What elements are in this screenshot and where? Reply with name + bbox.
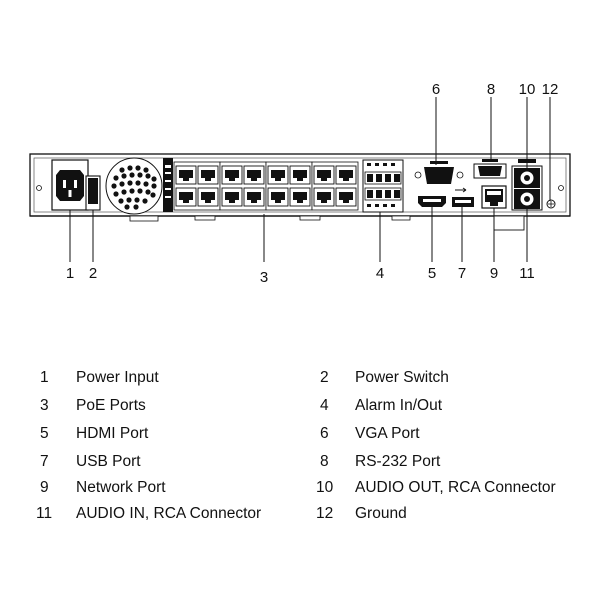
legend-num-10: 10 bbox=[316, 479, 334, 496]
legend-num-8: 8 bbox=[320, 453, 329, 470]
ground-screw bbox=[546, 199, 556, 209]
legend-num-5: 5 bbox=[40, 425, 49, 442]
legend-num-9: 9 bbox=[40, 479, 49, 496]
poe-port-socket bbox=[201, 192, 215, 203]
callout-1: 1 bbox=[66, 265, 74, 282]
hdmi-port bbox=[418, 196, 446, 207]
leader-lines bbox=[69, 97, 551, 262]
callout-6: 6 bbox=[432, 81, 440, 98]
rs232-port bbox=[473, 159, 507, 179]
network-port bbox=[481, 185, 507, 209]
alarm-terminal-block bbox=[362, 159, 404, 213]
legend-label-usb-port: USB Port bbox=[76, 453, 141, 470]
poe-port-socket bbox=[293, 170, 307, 181]
vga-port bbox=[414, 161, 464, 184]
legend-label-hdmi-port: HDMI Port bbox=[76, 425, 149, 442]
legend-label-poe-ports: PoE Ports bbox=[76, 397, 146, 414]
legend-label-vga-port: VGA Port bbox=[355, 425, 420, 442]
callout-5: 5 bbox=[428, 265, 436, 282]
fan-grille bbox=[105, 157, 163, 215]
poe-port-socket bbox=[271, 170, 285, 181]
legend-num-7: 7 bbox=[40, 453, 49, 470]
poe-port-socket bbox=[339, 192, 353, 203]
callout-2: 2 bbox=[89, 265, 97, 282]
poe-label-strip bbox=[163, 158, 173, 212]
callout-12: 12 bbox=[542, 81, 559, 98]
legend-num-3: 3 bbox=[40, 397, 49, 414]
callout-11: 11 bbox=[519, 265, 535, 282]
poe-port-socket bbox=[293, 192, 307, 203]
poe-port-socket bbox=[225, 192, 239, 203]
poe-port-socket bbox=[339, 170, 353, 181]
poe-port-socket bbox=[247, 170, 261, 181]
legend-num-6: 6 bbox=[320, 425, 329, 442]
poe-ports bbox=[173, 161, 359, 211]
callout-3: 3 bbox=[260, 269, 268, 286]
poe-port-socket bbox=[179, 170, 193, 181]
poe-port-socket bbox=[317, 192, 331, 203]
poe-port-socket bbox=[201, 170, 215, 181]
legend-num-11: 11 bbox=[36, 505, 53, 522]
poe-port-socket bbox=[271, 192, 285, 203]
poe-port-socket bbox=[317, 170, 331, 181]
poe-port-socket bbox=[247, 192, 261, 203]
power-switch bbox=[85, 175, 101, 211]
legend-label-network-port: Network Port bbox=[76, 479, 166, 496]
poe-port-socket bbox=[225, 170, 239, 181]
callout-10: 10 bbox=[519, 81, 536, 98]
poe-port-socket bbox=[179, 192, 193, 203]
legend-num-2: 2 bbox=[320, 369, 329, 386]
callout-7: 7 bbox=[458, 265, 466, 282]
legend-num-12: 12 bbox=[316, 505, 334, 522]
legend-num-1: 1 bbox=[40, 369, 49, 386]
power-input-socket bbox=[51, 159, 89, 211]
audio-rca-connectors bbox=[511, 159, 543, 211]
legend-label-audio-in: AUDIO IN, RCA Connector bbox=[76, 505, 262, 522]
legend-num-4: 4 bbox=[320, 397, 329, 414]
callout-4: 4 bbox=[376, 265, 384, 282]
usb-port bbox=[452, 187, 474, 207]
legend-label-ground: Ground bbox=[355, 505, 407, 522]
legend-label-power-switch: Power Switch bbox=[355, 369, 449, 386]
legend-label-audio-out: AUDIO OUT, RCA Connector bbox=[355, 479, 556, 496]
legend-label-alarm-in-out: Alarm In/Out bbox=[355, 397, 442, 414]
callout-8: 8 bbox=[487, 81, 495, 98]
legend-label-power-input: Power Input bbox=[76, 369, 159, 386]
callout-9: 9 bbox=[490, 265, 498, 282]
legend-label-rs232-port: RS-232 Port bbox=[355, 453, 441, 470]
